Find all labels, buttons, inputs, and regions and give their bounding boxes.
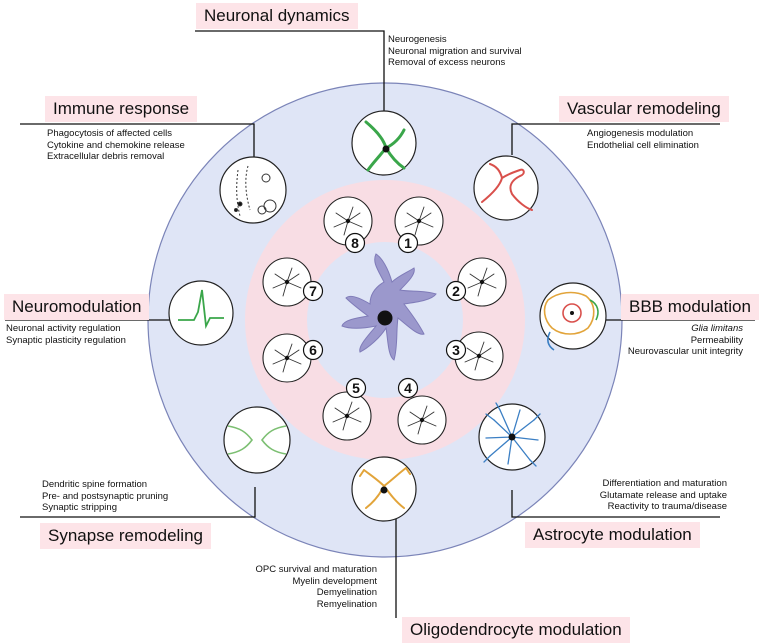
desc-vascular-remodeling: Angiogenesis modulation Endothelial cell… bbox=[587, 128, 699, 151]
synapse-remodeling-circle bbox=[223, 406, 291, 474]
desc-item: Differentiation and maturation bbox=[602, 478, 727, 489]
label-bbb-modulation: BBB modulation bbox=[621, 294, 759, 320]
desc-item: Phagocytosis of affected cells bbox=[47, 128, 172, 139]
desc-item: Reactivity to trauma/disease bbox=[607, 501, 727, 512]
desc-item: Synaptic stripping bbox=[42, 502, 117, 513]
desc-item: OPC survival and maturation bbox=[255, 564, 377, 575]
bbb-vessel-icon bbox=[543, 291, 599, 351]
action-potential-icon bbox=[178, 289, 224, 330]
desc-item: Myelin development bbox=[292, 575, 378, 587]
connector-lines bbox=[5, 30, 755, 618]
desc-oligodendrocyte-modulation: OPC survival and maturation Myelin devel… bbox=[256, 564, 377, 610]
desc-synapse-remodeling: Dendritic spine formation Pre- and posts… bbox=[42, 479, 168, 514]
outer-circles bbox=[168, 110, 607, 522]
neuromodulation-circle bbox=[168, 280, 234, 346]
desc-item: Remyelination bbox=[316, 598, 377, 610]
desc-item: Permeability bbox=[690, 334, 743, 346]
state-number-5: 5 bbox=[352, 380, 360, 396]
desc-item: Neuronal migration and survival bbox=[388, 45, 522, 57]
desc-item: Glia limitans bbox=[691, 323, 743, 334]
inner-state-nuclei bbox=[284, 218, 485, 423]
phagocytosis-icon bbox=[234, 165, 277, 217]
state-number-2: 2 bbox=[452, 283, 460, 299]
desc-immune-response: Phagocytosis of affected cells Cytokine … bbox=[47, 128, 185, 163]
desc-item: Demyelination bbox=[316, 587, 377, 598]
central-microglia bbox=[341, 253, 437, 361]
label-neuronal-dynamics: Neuronal dynamics bbox=[196, 3, 358, 29]
desc-item: Pre- and postsynaptic pruning bbox=[42, 490, 169, 502]
state-number-4: 4 bbox=[404, 380, 412, 396]
label-vascular-remodeling: Vascular remodeling bbox=[559, 96, 729, 122]
desc-item: Glutamate release and uptake bbox=[599, 489, 727, 501]
state-number-7: 7 bbox=[309, 283, 317, 299]
desc-item: Neurogenesis bbox=[388, 34, 447, 45]
label-astrocyte-modulation: Astrocyte modulation bbox=[525, 522, 700, 548]
desc-astrocyte-modulation: Differentiation and maturation Glutamate… bbox=[600, 478, 727, 513]
inner-state-sketches bbox=[272, 206, 497, 435]
desc-item: Cytokine and chemokine release bbox=[47, 139, 185, 151]
desc-item: Removal of excess neurons bbox=[388, 57, 506, 68]
desc-item: Dendritic spine formation bbox=[42, 479, 148, 490]
state-number-1: 1 bbox=[404, 235, 412, 251]
central-microglia-nucleus bbox=[377, 310, 393, 326]
oligodendrocyte-icon bbox=[359, 467, 411, 509]
astrocyte-icon bbox=[483, 402, 541, 467]
immune-response-circle bbox=[219, 156, 287, 224]
label-oligodendrocyte-modulation: Oligodendrocyte modulation bbox=[402, 617, 630, 643]
blood-vessel-icon bbox=[481, 163, 533, 211]
desc-neuromodulation: Neuronal activity regulation Synaptic pl… bbox=[6, 323, 126, 346]
synapse-icon bbox=[227, 425, 287, 455]
label-neuromodulation: Neuromodulation bbox=[4, 294, 150, 320]
desc-item: Extracellular debris removal bbox=[47, 151, 165, 162]
state-number-3: 3 bbox=[452, 342, 460, 358]
vascular-remodeling-circle bbox=[473, 155, 539, 221]
desc-item: Endothelial cell elimination bbox=[587, 139, 699, 151]
desc-item: Neuronal activity regulation bbox=[6, 323, 121, 334]
neuron-icon bbox=[364, 120, 406, 172]
state-number-6: 6 bbox=[309, 342, 317, 358]
desc-item: Neurovascular unit integrity bbox=[627, 346, 743, 357]
desc-item: Synaptic plasticity regulation bbox=[6, 334, 126, 346]
state-number-badges bbox=[302, 232, 467, 399]
label-immune-response: Immune response bbox=[45, 96, 198, 122]
label-synapse-remodeling: Synapse remodeling bbox=[40, 523, 211, 549]
desc-bbb-modulation: Glia limitans Permeability Neurovascular… bbox=[628, 323, 743, 358]
desc-item: Angiogenesis modulation bbox=[587, 128, 694, 139]
desc-neuronal-dynamics: Neurogenesis Neuronal migration and surv… bbox=[388, 34, 522, 69]
state-number-8: 8 bbox=[351, 235, 359, 251]
